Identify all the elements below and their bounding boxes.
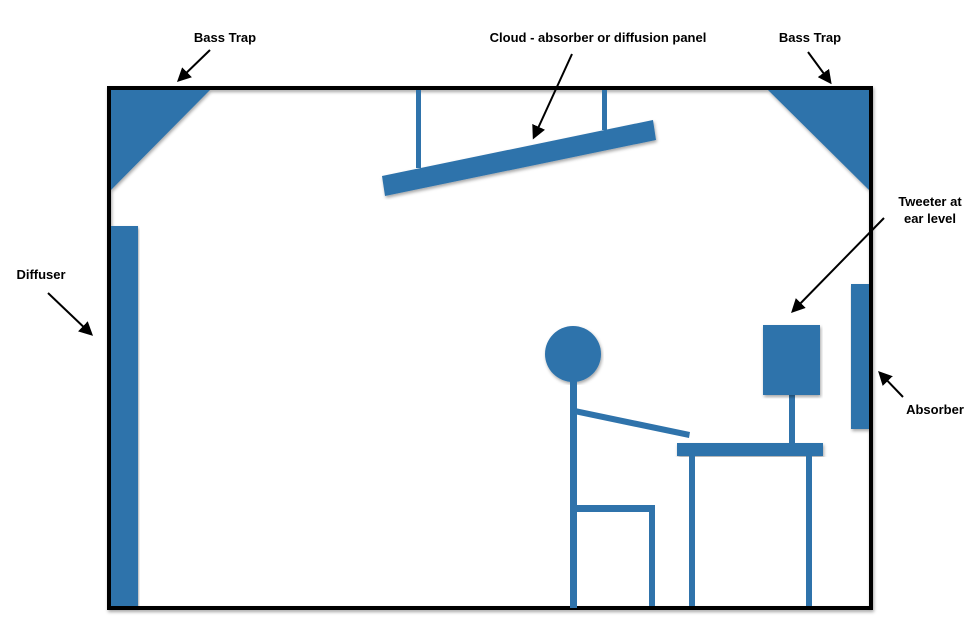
cloud-panel <box>382 120 656 196</box>
label-cloud: Cloud - absorber or diffusion panel <box>490 30 707 45</box>
diffuser-panel <box>111 226 138 606</box>
label-absorber: Absorber <box>906 402 964 417</box>
speaker-tweeter <box>763 325 820 395</box>
label-diffuser: Diffuser <box>16 267 65 282</box>
desk-leg-right <box>806 456 812 606</box>
person-arm <box>574 408 690 438</box>
arrow-absorber <box>878 370 904 398</box>
arrow-tweeter <box>791 217 885 314</box>
chair-seat <box>570 505 654 512</box>
bass-trap-left <box>111 90 210 190</box>
person-body <box>570 380 577 608</box>
person-head <box>545 326 601 382</box>
desk-leg-left <box>689 456 695 606</box>
label-bass-trap-left: Bass Trap <box>194 30 256 45</box>
arrow-cloud <box>532 53 573 140</box>
desk-top <box>677 443 823 456</box>
bass-trap-right <box>768 90 869 190</box>
absorber-panel <box>851 284 869 429</box>
arrow-bass-trap-right <box>807 51 832 85</box>
arrow-bass-trap-left <box>176 49 211 82</box>
cloud-hanger-right <box>602 90 607 130</box>
arrow-diffuser <box>47 292 94 336</box>
chair-leg <box>649 505 655 606</box>
label-tweeter-line2: ear level <box>904 211 956 226</box>
label-bass-trap-right: Bass Trap <box>779 30 841 45</box>
speaker-stand <box>789 393 795 445</box>
room-outline <box>107 86 873 610</box>
label-tweeter-line1: Tweeter at <box>898 194 962 209</box>
cloud-hanger-left <box>416 90 421 168</box>
